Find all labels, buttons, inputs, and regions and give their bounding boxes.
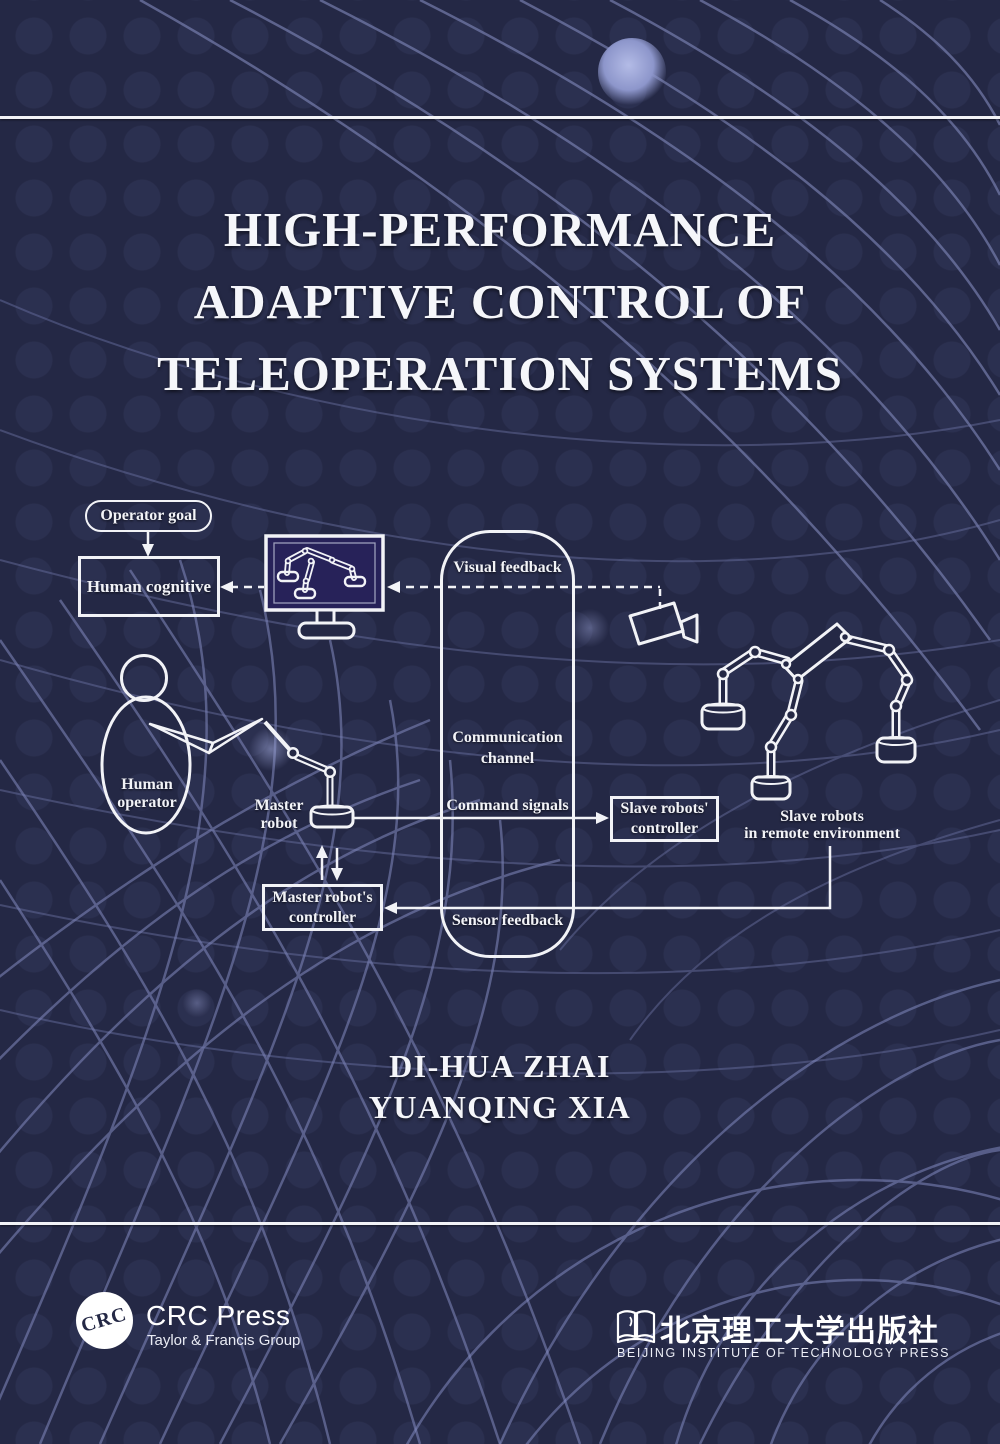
human-cognitive-box: Human cognitive <box>78 556 220 617</box>
author-line-2: YUANQING XIA <box>368 1089 632 1125</box>
taylor-francis-group: Taylor & Francis Group <box>147 1332 301 1349</box>
sensor-feedback-label: Sensor feedback <box>451 912 564 929</box>
bit-press-english: BEIJING INSTITUTE OF TECHNOLOGY PRESS <box>617 1346 951 1360</box>
title-line-1: HIGH-PERFORMANCE <box>223 202 777 257</box>
title-line-3: TELEOPERATION SYSTEMS <box>157 346 843 401</box>
operator-goal-label: Operator goal <box>100 507 197 524</box>
glow-sphere-small-1 <box>248 726 294 772</box>
crc-press-name: CRC Press <box>146 1300 291 1331</box>
visual-feedback-label: Visual feedback <box>453 559 562 576</box>
master-robot-controller-box: Master robot's controller <box>262 884 383 931</box>
human-operator-label: Human operator <box>117 776 177 811</box>
book-title: HIGH-PERFORMANCE ADAPTIVE CONTROL OF TEL… <box>0 194 1000 410</box>
crc-badge-letters: CRC <box>79 1303 130 1337</box>
crc-badge: CRC <box>76 1292 133 1349</box>
glow-sphere-small-3 <box>182 988 212 1018</box>
slave-robots-controller-box: Slave robots' controller <box>610 796 719 842</box>
human-operator-icon <box>100 654 264 835</box>
operator-goal-arrow <box>142 532 154 557</box>
command-signals-label: Command signals <box>446 797 569 814</box>
authors: DI-HUA ZHAI YUANQING XIA <box>0 1046 1000 1128</box>
glow-sphere-small-2 <box>570 608 610 648</box>
top-rule <box>0 116 1000 119</box>
title-line-2: ADAPTIVE CONTROL OF <box>193 274 807 329</box>
camera-icon <box>628 601 699 646</box>
master-robot-label: Master robot <box>254 797 304 832</box>
glow-sphere-large <box>598 38 666 106</box>
master-robot-icon <box>263 720 355 829</box>
human-cognitive-label: Human cognitive <box>86 576 212 596</box>
author-line-1: DI-HUA ZHAI <box>389 1048 611 1084</box>
communication-channel-label: Communication channel <box>452 729 563 767</box>
open-book-icon <box>616 1310 656 1344</box>
operator-goal-box: Operator goal <box>85 500 212 532</box>
slave-robots-icon <box>700 622 917 801</box>
slave-robots-label: Slave robots in remote environment <box>744 808 900 842</box>
bottom-rule <box>0 1222 1000 1225</box>
bit-press-chinese: 北京理工大学出版社 <box>660 1315 939 1348</box>
monitor-icon <box>264 534 385 640</box>
communication-channel-box <box>440 530 575 958</box>
